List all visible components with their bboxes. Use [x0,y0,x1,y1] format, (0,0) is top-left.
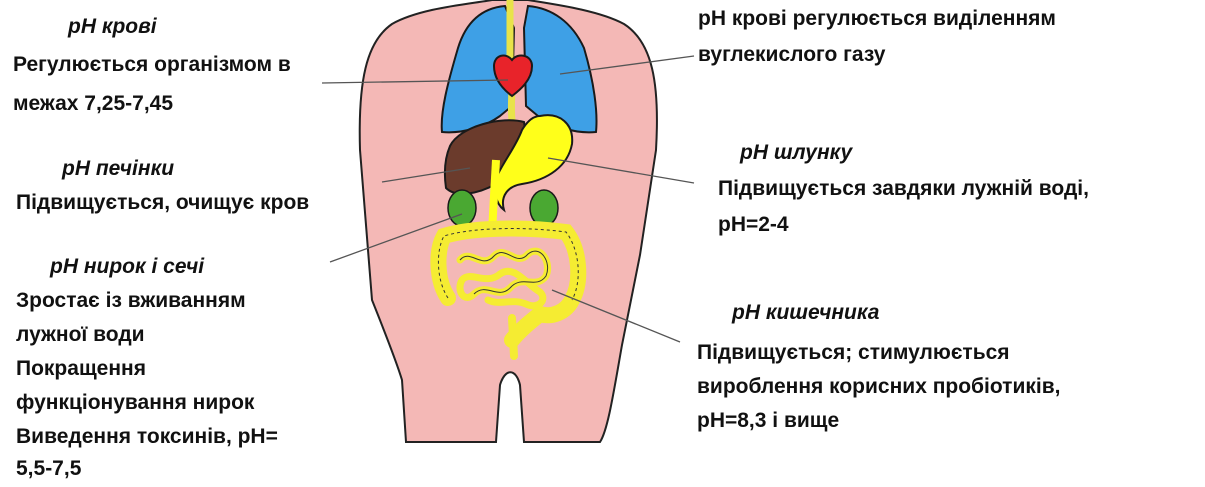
left-kidney [448,190,476,226]
stomach-text-2: pH=2-4 [718,208,789,242]
intestine-text-3: pH=8,3 і вище [697,404,839,438]
kidneys-text-2: лужної води [16,318,145,352]
blood-text-1: Регулюється організмом в [13,48,291,82]
kidneys-text-5: Виведення токсинів, pH= [16,420,278,454]
blood-text-2: межах 7,25-7,45 [13,87,173,121]
intestine-text-2: вироблення корисних пробіотиків, [697,370,1060,404]
right-kidney [530,190,558,226]
stomach-title: pH шлунку [740,138,852,168]
rectum [512,318,514,356]
kidneys-text-4: функціонування нирок [16,386,254,420]
blood-title: pH крові [68,12,157,42]
lungs-text-1: pH крові регулюється виділенням [698,2,1056,36]
kidneys-text-1: Зростає із вживанням [16,284,246,318]
liver-text-1: Підвищується, очищує кров [16,186,309,220]
stomach-text-1: Підвищується завдяки лужній воді, [718,172,1089,206]
kidneys-text-3: Покращення [16,352,146,386]
kidneys-text-6: 5,5-7,5 [16,452,81,486]
intestine-title: pH кишечника [732,298,879,328]
lungs-text-2: вуглекислого газу [698,38,885,72]
liver-title: pH печінки [62,154,174,184]
intestine-text-1: Підвищується; стимулюється [697,336,1010,370]
kidneys-title: pH нирок і сечі [50,252,204,282]
